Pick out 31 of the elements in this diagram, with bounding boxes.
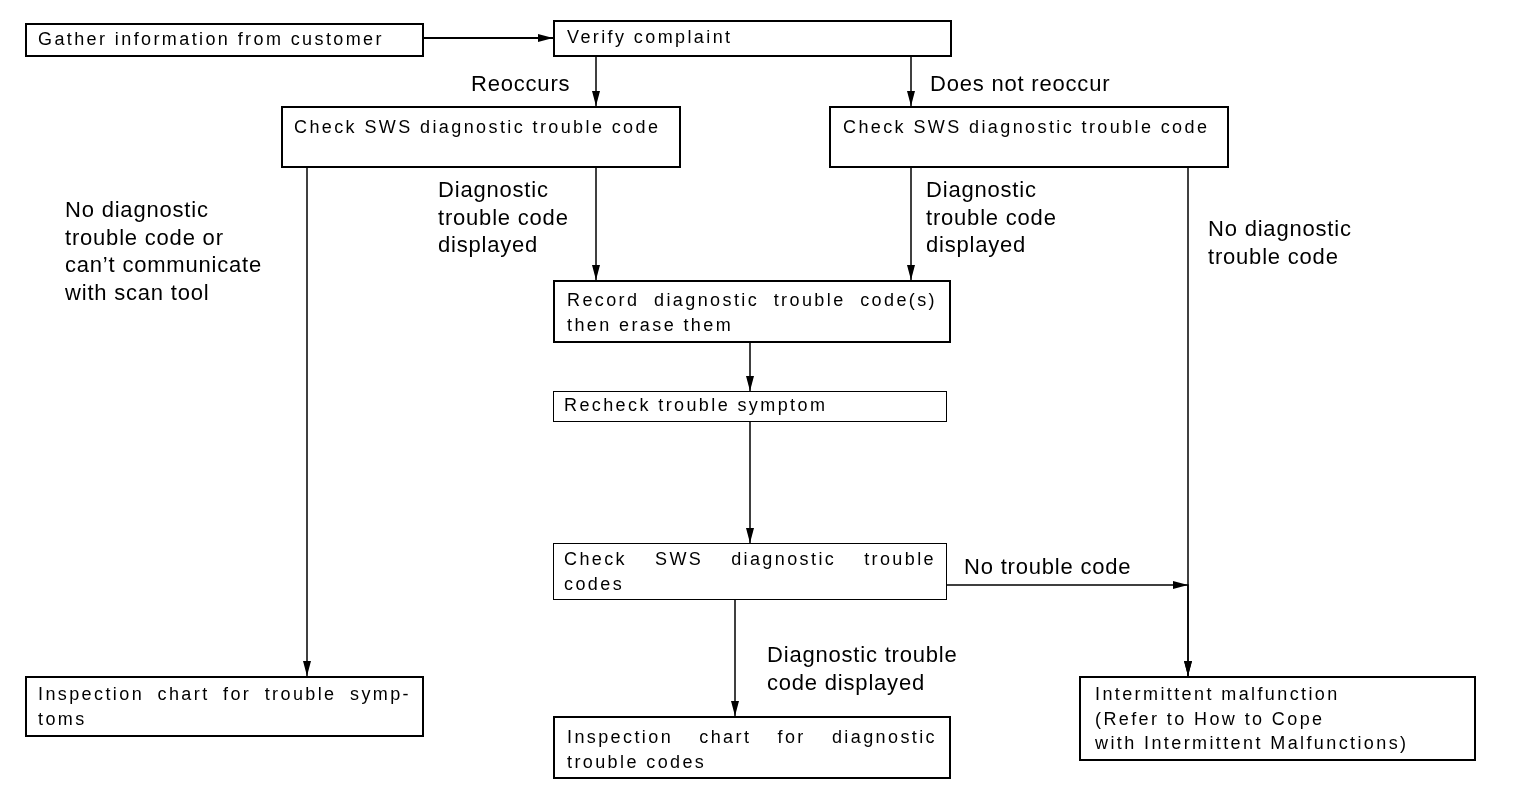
process-box <box>553 543 947 600</box>
step-text: Inspection chart for trouble symp- toms <box>38 683 411 731</box>
process-box <box>553 716 951 779</box>
process-box <box>553 280 951 343</box>
arrow <box>746 421 754 544</box>
step-text: Inspection chart for diagnostic trouble codes <box>567 726 937 774</box>
arrow <box>946 581 1192 677</box>
process-box <box>25 676 424 737</box>
process-box <box>1079 676 1476 761</box>
step-text: Check SWS diagnostic trouble code <box>843 116 1211 139</box>
process-box <box>25 23 424 57</box>
arrow <box>907 56 915 107</box>
step-text: Intermittent malfunction <box>1095 683 1341 706</box>
arrow <box>746 342 754 392</box>
arrow <box>592 56 600 107</box>
arrow <box>303 167 311 677</box>
process-box <box>829 106 1229 168</box>
arrow <box>731 599 739 717</box>
step-text: Gather information from customer <box>38 28 385 51</box>
step-text: Check SWS diagnostic trouble code <box>294 116 662 139</box>
step-text: (Refer to How to Cope with Intermittent Malfunctions) <box>1095 707 1410 755</box>
arrow <box>592 167 600 281</box>
step-text: Verify complaint <box>567 26 734 49</box>
process-box <box>281 106 681 168</box>
step-text: Record diagnostic trouble code(s) then erase them <box>567 289 937 337</box>
arrow <box>423 34 554 42</box>
process-box <box>553 391 947 422</box>
step-text: Check SWS diagnostic trouble codes <box>564 548 936 596</box>
step-text: Recheck trouble symptom <box>564 394 829 417</box>
arrow <box>907 167 915 281</box>
process-box <box>553 20 952 57</box>
